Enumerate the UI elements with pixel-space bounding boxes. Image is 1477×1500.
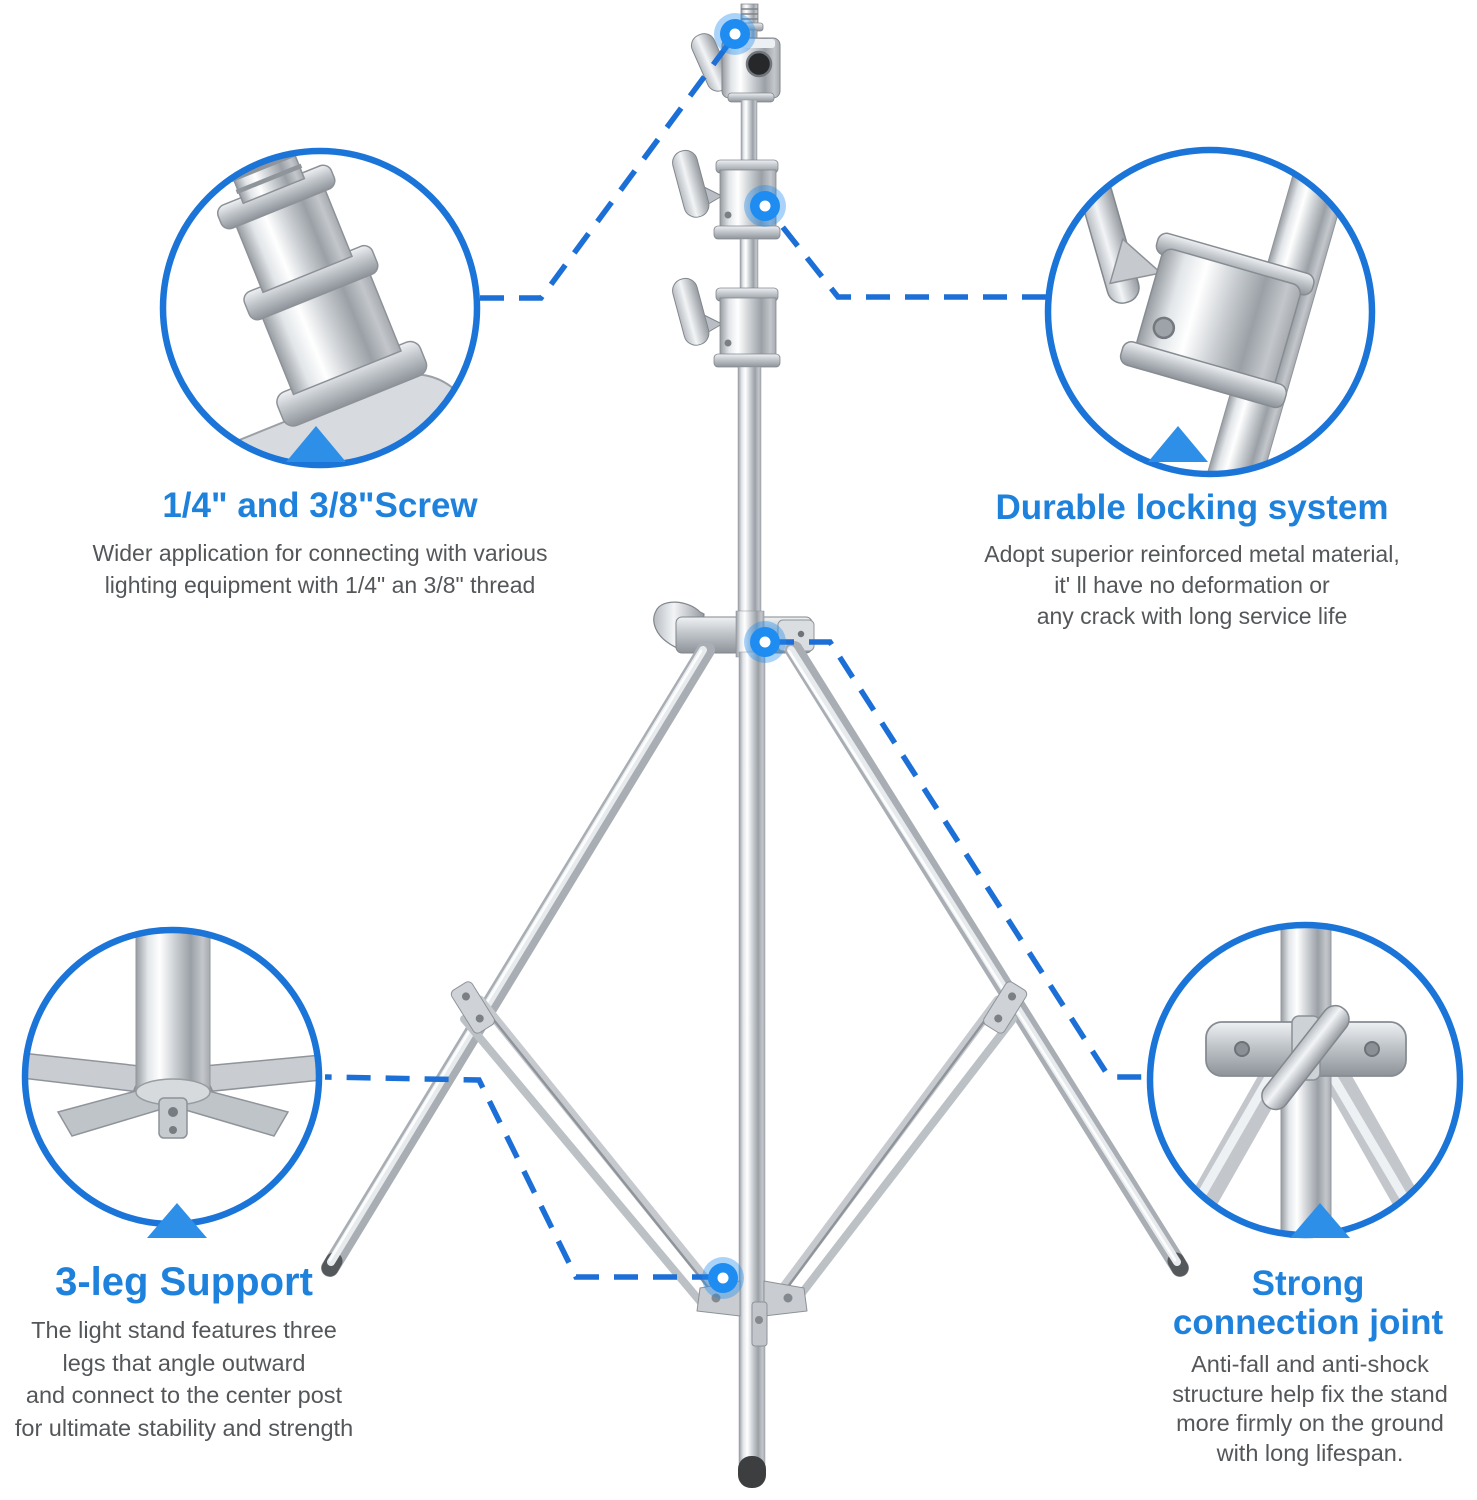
- pole-foot-cap: [738, 1456, 766, 1488]
- marker-dot-brace: [702, 1257, 744, 1299]
- main-column: [737, 366, 762, 620]
- dashed-connectors: [324, 44, 1150, 1280]
- callout-circle-joint: [1146, 921, 1464, 1239]
- joint-callout-title: Strong connection joint: [1172, 1264, 1444, 1342]
- connector-legs: [324, 1074, 716, 1280]
- screw-callout-title: 1/4" and 3/8"Screw: [162, 486, 478, 525]
- right-leg: [785, 641, 1189, 1277]
- joint-callout-body: Anti-fall and anti-shock structure help …: [1172, 1351, 1448, 1466]
- legs-callout-title: 3-leg Support: [55, 1260, 313, 1304]
- callout-circle-screw: [159, 147, 481, 469]
- callout-circle-legs: [21, 926, 323, 1238]
- pointer-triangle-icon: [147, 1203, 207, 1238]
- leg-braces: [450, 981, 1028, 1310]
- pointer-triangle-icon: [1290, 1203, 1350, 1238]
- marker-dots: [702, 13, 786, 1299]
- locking-clamp-lower: [672, 277, 781, 368]
- left-leg: [321, 641, 715, 1277]
- connector-screw: [480, 44, 730, 301]
- swivel-head-clamp: [690, 33, 781, 103]
- pointer-triangle-icon: [1148, 426, 1208, 462]
- callout-circle-locking: [1044, 146, 1376, 478]
- locking-callout-body: Adopt superior reinforced metal material…: [984, 541, 1400, 629]
- marker-dot-locking: [744, 185, 786, 227]
- connector-joint: [770, 639, 1150, 1080]
- pole-section-2: [739, 238, 759, 290]
- connector-locking: [767, 209, 1046, 300]
- marker-dot-screw: [714, 13, 756, 55]
- locking-callout-title: Durable locking system: [995, 488, 1389, 527]
- marker-dot-collar: [744, 621, 786, 663]
- screw-callout-body: Wider application for connecting with va…: [92, 540, 548, 598]
- pole-section-1: [740, 99, 758, 163]
- light-stand-illustration: [321, 3, 1189, 1488]
- legs-callout-body: The light stand features three legs that…: [14, 1317, 354, 1441]
- pointer-triangle-icon: [286, 426, 346, 462]
